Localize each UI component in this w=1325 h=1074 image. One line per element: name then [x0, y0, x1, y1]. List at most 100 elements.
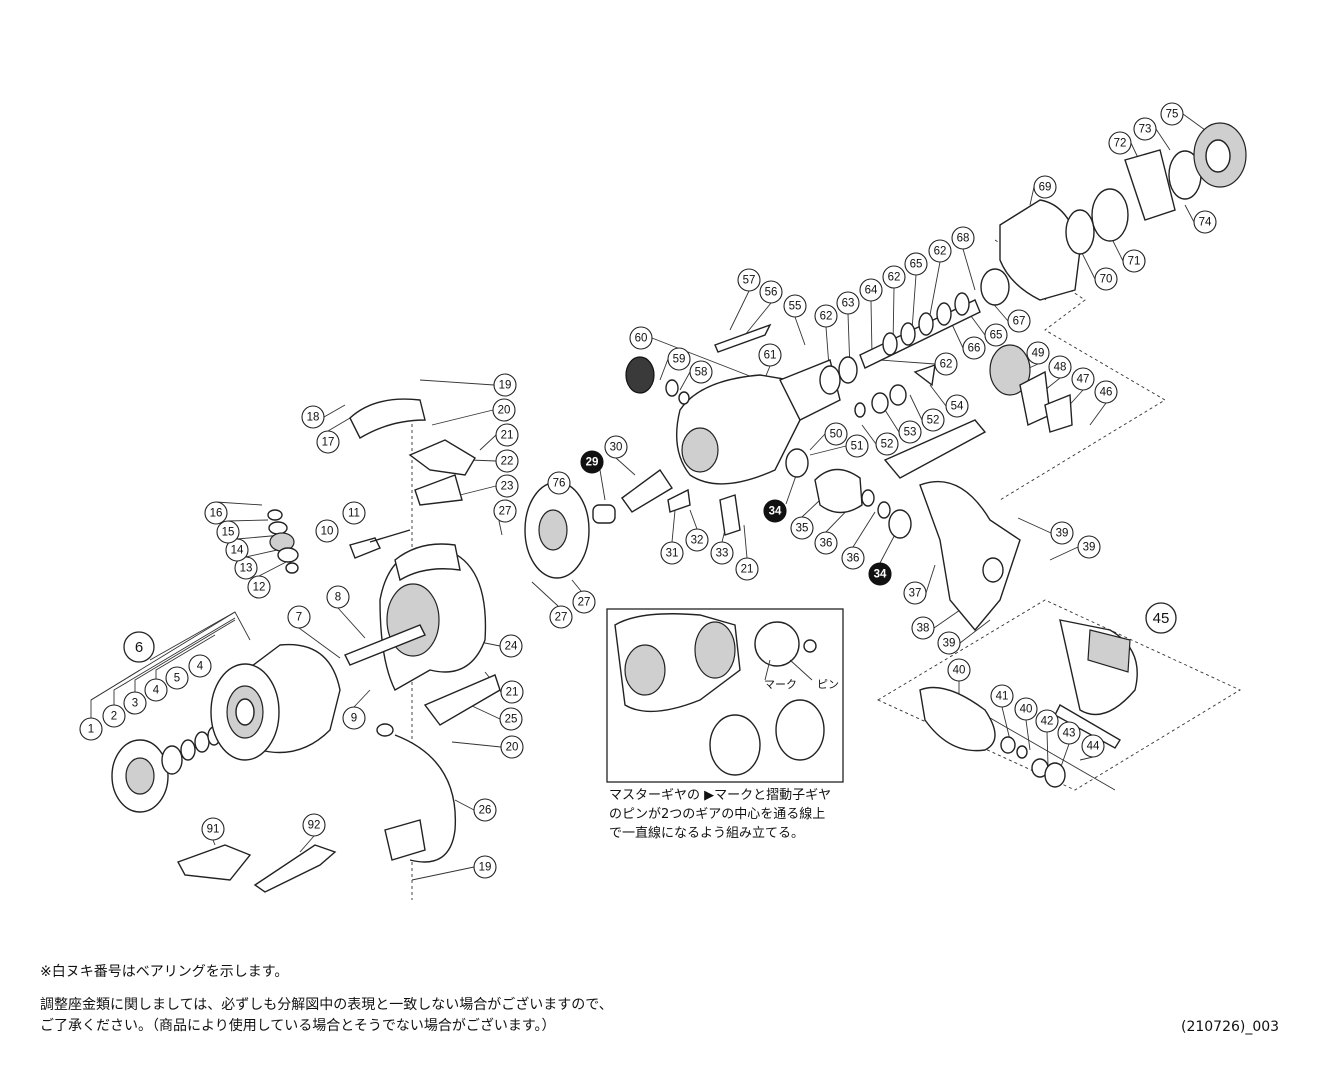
callout-circle: [911, 616, 935, 640]
callout-63: 63: [836, 291, 860, 315]
callout-circle: [473, 798, 497, 822]
callout-number: 25: [505, 714, 518, 726]
callout-circle: [301, 405, 325, 429]
callout-5: 5: [165, 666, 189, 690]
callout-number: 42: [1041, 716, 1054, 728]
callout-circle: [875, 432, 899, 456]
callout-number: 48: [1054, 362, 1067, 374]
callout-66: 66: [962, 336, 986, 360]
callout-number: 20: [506, 742, 519, 754]
callout-number: 71: [1128, 256, 1141, 268]
callout-circle: [845, 434, 869, 458]
callout-circle: [947, 658, 971, 682]
callout-circle: [1145, 602, 1177, 634]
diagram-code: (210726)_003: [1181, 1019, 1280, 1035]
callout-circle: [759, 280, 783, 304]
callout-circle: [500, 680, 524, 704]
callout-15: 15: [216, 520, 240, 544]
inset-pin-label: ピン: [817, 678, 839, 691]
callout-circle: [685, 528, 709, 552]
adjustment-note-line-1: 調整座金類に関しましては、必ずしも分解図中の表現と一致しない場合がございますので…: [40, 997, 613, 1013]
callout-circle: [123, 691, 147, 715]
callout-number: 19: [479, 862, 492, 874]
callout-circle: [903, 581, 927, 605]
callout-circle: [1094, 380, 1118, 404]
callout-59: 59: [667, 347, 691, 371]
callout-30: 30: [604, 435, 628, 459]
callout-circle: [580, 450, 604, 474]
callout-number: 45: [1153, 610, 1170, 627]
callout-39: 39: [937, 631, 961, 655]
callout-circle: [836, 291, 860, 315]
callout-number: 41: [996, 691, 1009, 703]
callout-34: 34: [763, 499, 787, 523]
callout-circle: [660, 541, 684, 565]
callout-circle: [604, 435, 628, 459]
body-assembly: [524, 268, 1073, 632]
callout-circle: [1081, 734, 1105, 758]
callout-52: 52: [875, 432, 899, 456]
callout-circle: [1033, 175, 1057, 199]
callout-number: 20: [498, 405, 511, 417]
callout-circle: [287, 605, 311, 629]
callout-circle: [898, 420, 922, 444]
callout-number: 73: [1139, 124, 1152, 136]
callout-number: 44: [1087, 741, 1100, 753]
callout-62: 62: [928, 239, 952, 263]
callout-35: 35: [790, 516, 814, 540]
callout-64: 64: [859, 278, 883, 302]
callout-number: 39: [943, 638, 956, 650]
callout-number: 11: [348, 508, 360, 520]
callout-71: 71: [1122, 249, 1146, 273]
callout-number: 26: [479, 805, 492, 817]
callout-53: 53: [898, 420, 922, 444]
callout-45: 45: [1145, 602, 1177, 634]
callout-50: 50: [824, 422, 848, 446]
callout-21: 21: [735, 557, 759, 581]
callout-24: 24: [499, 634, 523, 658]
callout-1: 1: [79, 717, 103, 741]
callout-70: 70: [1094, 267, 1118, 291]
callout-20: 20: [492, 398, 516, 422]
callout-number: 69: [1039, 182, 1052, 194]
callout-number: 34: [874, 569, 887, 581]
callout-circle: [1094, 267, 1118, 291]
callout-25: 25: [499, 707, 523, 731]
callout-39: 39: [1050, 521, 1074, 545]
callout-circle: [1122, 249, 1146, 273]
callout-48: 48: [1048, 355, 1072, 379]
callout-number: 46: [1100, 387, 1113, 399]
callout-7: 7: [287, 605, 311, 629]
callout-circle: [473, 855, 497, 879]
callout-38: 38: [911, 616, 935, 640]
callout-number: 62: [940, 359, 953, 371]
callout-65: 65: [984, 323, 1008, 347]
callout-27: 27: [572, 590, 596, 614]
callout-circle: [493, 499, 517, 523]
callout-number: 7: [296, 612, 302, 624]
callout-circle: [667, 347, 691, 371]
callout-number: 12: [253, 582, 266, 594]
callout-19: 19: [493, 373, 517, 397]
callout-circle: [710, 541, 734, 565]
callout-circle: [247, 575, 271, 599]
callout-4: 4: [144, 678, 168, 702]
callout-number: 17: [322, 437, 335, 449]
callout-number: 51: [851, 441, 864, 453]
callout-circle: [882, 265, 906, 289]
callout-circle: [123, 631, 155, 663]
callout-22: 22: [495, 449, 519, 473]
callout-circle: [928, 239, 952, 263]
callout-circle: [1133, 117, 1157, 141]
callout-circle: [495, 449, 519, 473]
callout-number: 21: [501, 430, 514, 442]
callout-number: 43: [1063, 728, 1076, 740]
exploded-parts-diagram: マーク ピン 123454678910111213141516171819202…: [79, 102, 1247, 900]
callout-36: 36: [841, 546, 865, 570]
callout-circle: [1048, 355, 1072, 379]
callout-circle: [921, 408, 945, 432]
callout-number: 53: [904, 427, 917, 439]
callout-number: 91: [207, 824, 220, 836]
callout-circle: [500, 735, 524, 759]
callout-number: 40: [1020, 704, 1033, 716]
